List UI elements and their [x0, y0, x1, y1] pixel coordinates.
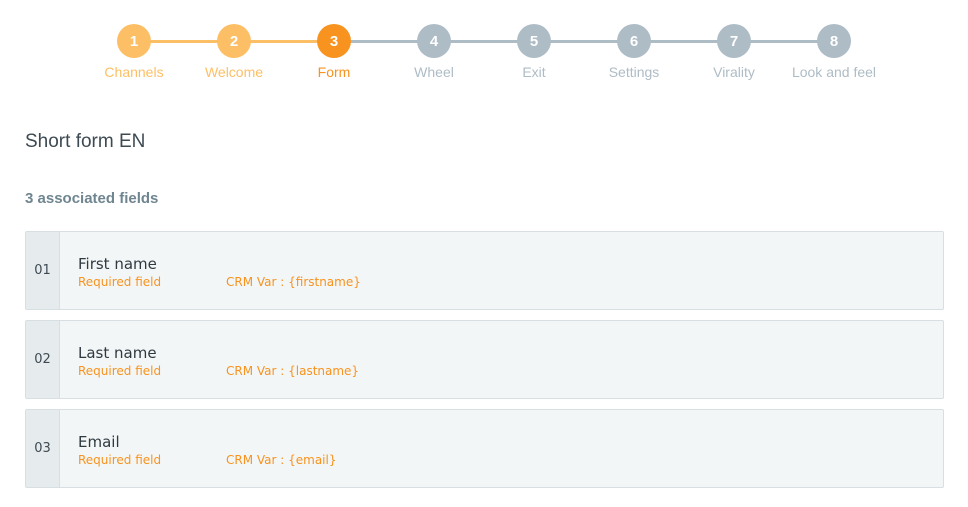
step-number: 2 — [217, 24, 251, 58]
step-settings[interactable]: 6 Settings — [584, 24, 684, 80]
step-look-and-feel[interactable]: 8 Look and feel — [784, 24, 884, 80]
step-number: 4 — [417, 24, 451, 58]
field-index: 03 — [26, 410, 60, 487]
step-label: Channels — [104, 64, 164, 80]
stepper-connector-todo — [334, 40, 834, 43]
step-label: Wheel — [414, 64, 454, 80]
field-name: Last name — [78, 344, 157, 362]
step-label: Form — [317, 64, 351, 80]
step-virality[interactable]: 7 Virality — [684, 24, 784, 80]
crm-var-label: CRM Var : {firstname} — [226, 275, 361, 289]
step-label: Virality — [713, 64, 755, 80]
field-body: Last name Required field CRM Var : {last… — [60, 321, 943, 398]
field-index: 02 — [26, 321, 60, 398]
step-label: Look and feel — [791, 64, 877, 80]
field-index: 01 — [26, 232, 60, 309]
step-number: 6 — [617, 24, 651, 58]
field-list: 01 First name Required field CRM Var : {… — [25, 231, 944, 498]
field-row-lastname[interactable]: 02 Last name Required field CRM Var : {l… — [25, 320, 944, 399]
field-body: First name Required field CRM Var : {fir… — [60, 232, 943, 309]
step-label: Welcome — [204, 64, 264, 80]
step-number: 7 — [717, 24, 751, 58]
field-body: Email Required field CRM Var : {email} — [60, 410, 943, 487]
step-number: 5 — [517, 24, 551, 58]
wizard-stepper: 1 Channels 2 Welcome 3 Form 4 Wheel 5 Ex… — [0, 0, 968, 95]
step-exit[interactable]: 5 Exit — [484, 24, 584, 80]
step-label: Settings — [608, 64, 660, 80]
field-name: First name — [78, 255, 157, 273]
field-row-email[interactable]: 03 Email Required field CRM Var : {email… — [25, 409, 944, 488]
step-wheel[interactable]: 4 Wheel — [384, 24, 484, 80]
step-label: Exit — [522, 64, 546, 80]
fields-count-heading: 3 associated fields — [25, 190, 159, 207]
step-form[interactable]: 3 Form — [284, 24, 384, 80]
step-number: 8 — [817, 24, 851, 58]
field-row-firstname[interactable]: 01 First name Required field CRM Var : {… — [25, 231, 944, 310]
crm-var-label: CRM Var : {lastname} — [226, 364, 360, 378]
step-welcome[interactable]: 2 Welcome — [184, 24, 284, 80]
required-badge: Required field — [78, 275, 162, 289]
required-badge: Required field — [78, 453, 162, 467]
page-title: Short form EN — [25, 131, 146, 152]
field-name: Email — [78, 433, 120, 451]
step-number: 3 — [317, 24, 351, 58]
step-channels[interactable]: 1 Channels — [84, 24, 184, 80]
required-badge: Required field — [78, 364, 162, 378]
crm-var-label: CRM Var : {email} — [226, 453, 337, 467]
step-number: 1 — [117, 24, 151, 58]
